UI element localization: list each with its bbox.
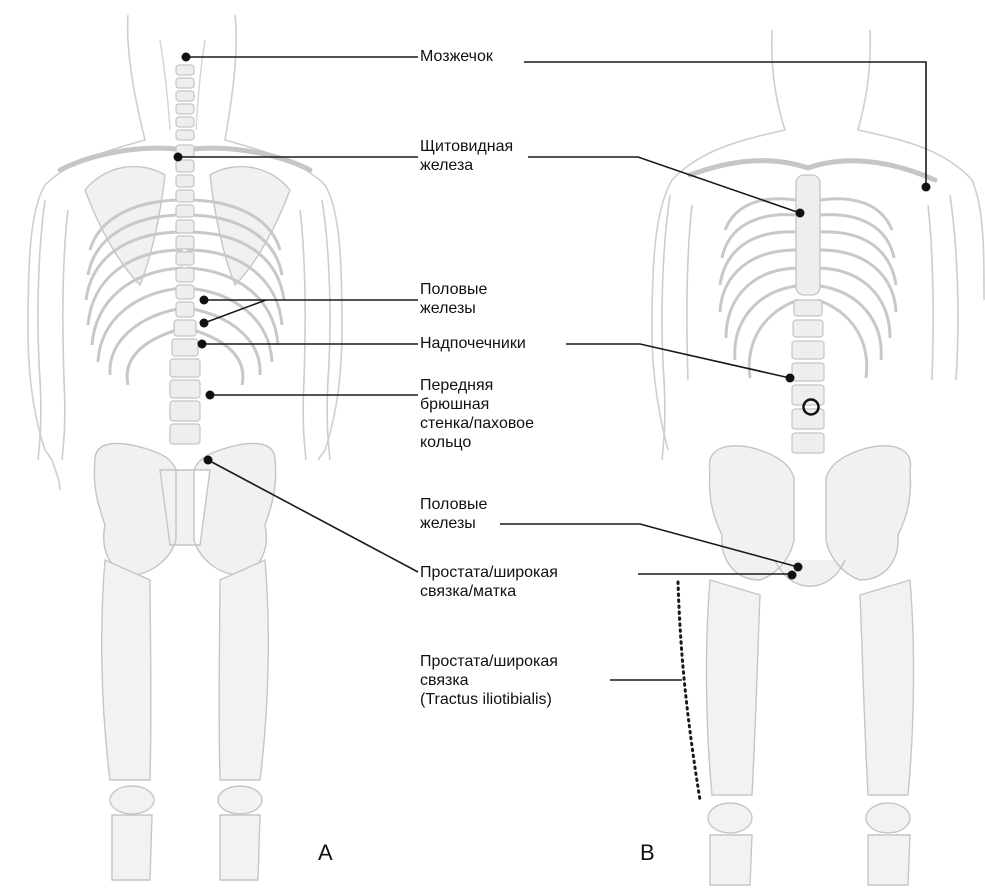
marker-gonads-back-1 xyxy=(200,296,209,305)
label-thyroid: Щитовидная железа xyxy=(420,137,513,175)
label-line: кольцо xyxy=(420,433,534,452)
marker-prostate-b xyxy=(788,571,797,580)
label-line: Половые xyxy=(420,495,487,514)
label-line: Надпочечники xyxy=(420,334,526,353)
label-adrenals: Надпочечники xyxy=(420,334,526,353)
figure-a-pelvis xyxy=(94,443,275,575)
figure-b-arm-left xyxy=(662,195,692,460)
label-line: железы xyxy=(420,299,487,318)
label-line: стенка/паховое xyxy=(420,414,534,433)
marker-prostate-a xyxy=(204,456,213,465)
label-line: Мозжечок xyxy=(420,47,493,66)
label-abdominal-wall: Передняя брюшная стенка/паховое кольцо xyxy=(420,376,534,452)
label-line: железы xyxy=(420,514,487,533)
label-line: железа xyxy=(420,156,513,175)
figure-a-spine xyxy=(170,65,200,444)
leader-adrenals-b xyxy=(566,344,790,378)
figure-a-back-view xyxy=(28,15,342,880)
marker-thyroid-a xyxy=(174,153,183,162)
label-line: брюшная xyxy=(420,395,534,414)
panel-label-a: A xyxy=(318,840,333,866)
marker-adrenals-b xyxy=(786,374,795,383)
marker-abdominal-wall xyxy=(206,391,215,400)
label-cerebellum: Мозжечок xyxy=(420,47,493,66)
figure-b-arm-right xyxy=(928,195,958,380)
marker-thyroid-b xyxy=(796,209,805,218)
figure-b-front-view xyxy=(652,30,984,885)
leader-cerebellum-b xyxy=(524,62,926,187)
figure-a-arm-left xyxy=(38,200,68,460)
figure-a-legs xyxy=(102,560,269,880)
label-line: связка xyxy=(420,671,558,690)
figure-b-pelvis xyxy=(709,446,910,586)
marker-cerebellum-a xyxy=(182,53,191,62)
panel-label-b: B xyxy=(640,840,655,866)
label-line: (Tractus iliotibialis) xyxy=(420,690,558,709)
label-line: Щитовидная xyxy=(420,137,513,156)
marker-gonads-back-2 xyxy=(200,319,209,328)
label-gonads-back: Половые железы xyxy=(420,280,487,318)
label-line: Простата/широкая xyxy=(420,563,558,582)
label-line: связка/матка xyxy=(420,582,558,601)
label-prostate-uterus: Простата/широкая связка/матка xyxy=(420,563,558,601)
marker-adrenals-a xyxy=(198,340,207,349)
figure-a-arm-right xyxy=(300,200,330,460)
marker-gonads-front xyxy=(794,563,803,572)
label-prostate-iliotibial: Простата/широкая связка (Tractus iliotib… xyxy=(420,652,558,709)
iliotibial-dotted-line xyxy=(678,582,700,800)
figure-b-spine xyxy=(792,300,824,453)
label-line: Половые xyxy=(420,280,487,299)
marker-cerebellum-b xyxy=(922,183,931,192)
label-gonads-front: Половые железы xyxy=(420,495,487,533)
label-line: Передняя xyxy=(420,376,534,395)
figure-b-sternum xyxy=(796,175,820,295)
label-line: Простата/широкая xyxy=(420,652,558,671)
figure-b-legs xyxy=(706,580,913,885)
leader-thyroid-b xyxy=(528,157,800,213)
